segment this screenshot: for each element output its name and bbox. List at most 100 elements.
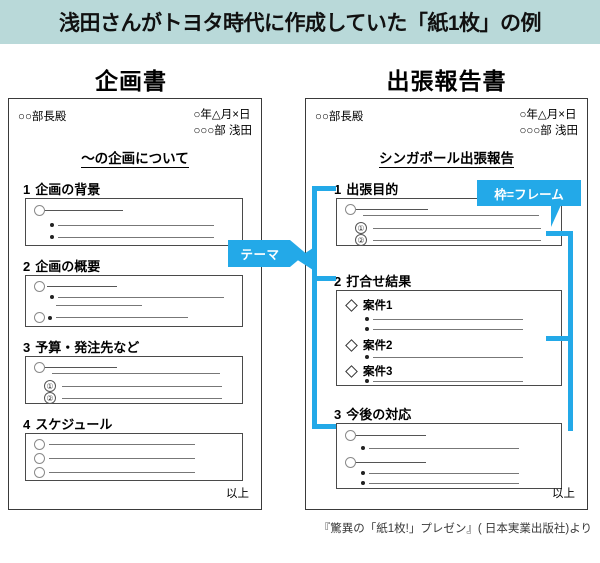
rule (58, 236, 214, 238)
diamond-bullet-icon (345, 364, 358, 378)
numbered-marker-2: ② (355, 234, 367, 246)
section-label-2: 打合せ結果 (346, 274, 412, 289)
numbered-marker-1: ① (44, 380, 56, 392)
frame-bracket-left-arm-1 (312, 186, 336, 191)
rule (373, 380, 523, 382)
rule (373, 227, 541, 229)
meeting-item-label: 案件2 (363, 340, 393, 352)
section-content-box-4 (25, 433, 243, 481)
content-line: ② (44, 392, 222, 404)
rule (363, 215, 539, 216)
content-line (365, 355, 523, 359)
document-subject: 〜の企画について (81, 151, 189, 168)
section-label-1: 出張目的 (346, 182, 399, 197)
rule (49, 458, 195, 459)
content-line (345, 457, 426, 468)
content-line (56, 305, 142, 306)
meeting-item-label: 案件3 (363, 366, 393, 378)
circle-bullet-icon (34, 453, 45, 464)
content-line (345, 430, 426, 441)
content-line: ① (355, 222, 541, 234)
circle-bullet-icon (345, 430, 356, 441)
circle-bullet-icon (34, 439, 45, 450)
section-content-box-3: ① ② (25, 356, 243, 404)
dot-bullet-icon (365, 327, 369, 331)
rule (369, 447, 519, 449)
dot-bullet-icon (365, 317, 369, 321)
content-line (345, 204, 428, 215)
dot-bullet-icon (50, 295, 54, 299)
rule (49, 472, 195, 473)
circle-bullet-icon (345, 457, 356, 468)
section-label-2: 企画の概要 (35, 259, 101, 274)
rule (45, 210, 123, 211)
document-date: ○年△月×日 (193, 109, 251, 121)
frame-bracket-right-arm-2 (546, 336, 573, 341)
rule (56, 305, 142, 306)
document-meta: ○年△月×日 ○○○部 浅田 (193, 108, 252, 139)
dot-bullet-icon (365, 355, 369, 359)
circle-bullet-icon (34, 281, 45, 292)
rule (45, 367, 117, 368)
content-line (34, 281, 117, 292)
rule (356, 462, 426, 463)
content-line (50, 295, 224, 299)
meeting-item-row: 案件2 (345, 337, 393, 353)
citation-text: 『驚異の「紙1枚!」プレゼン』( 日本実業出版社)より (318, 523, 592, 535)
rule (58, 224, 214, 226)
frame-bracket-left-spine (312, 186, 317, 429)
content-line (50, 235, 214, 239)
document-date: ○年△月×日 (519, 109, 577, 121)
section-number-2: 2 (23, 259, 31, 274)
content-line (34, 439, 195, 450)
theme-arrow-shape-icon (228, 240, 306, 267)
frame-bracket-right-spine (568, 231, 573, 431)
section-label-3: 予算・発注先など (35, 340, 140, 355)
rule (62, 397, 222, 399)
numbered-marker-1: ① (355, 222, 367, 234)
meeting-item-row: 案件3 (345, 363, 393, 379)
rule (58, 296, 224, 298)
frame-bracket-left-arm-2 (312, 276, 336, 281)
meeting-item-label: 案件1 (363, 300, 393, 312)
panel-title-proposal: 企画書 (95, 68, 167, 94)
section-number-1: 1 (23, 182, 31, 197)
frame-callout-tail-icon (551, 205, 561, 227)
content-line (365, 317, 523, 321)
diamond-bullet-icon (345, 338, 358, 352)
dot-bullet-icon (361, 481, 365, 485)
page-title: 浅田さんがトヨタ時代に作成していた「紙1枚」の例 (58, 12, 542, 35)
rule (369, 482, 519, 484)
rule (369, 472, 519, 474)
rule (373, 318, 523, 320)
content-line: ② (355, 234, 541, 246)
section-heading-1: 1 企画の背景 (23, 179, 100, 198)
rule (47, 286, 117, 287)
document-meta: ○年△月×日 ○○○部 浅田 (519, 108, 578, 139)
dot-bullet-icon (50, 235, 54, 239)
content-line (361, 446, 519, 450)
section-number-4: 4 (23, 417, 31, 432)
addressee: ○○部長殿 (18, 111, 67, 123)
circle-bullet-icon (345, 204, 356, 215)
content-line (34, 205, 123, 216)
rule (56, 317, 188, 318)
circle-bullet-icon (34, 205, 45, 216)
dot-bullet-icon (361, 471, 365, 475)
rule (52, 373, 220, 374)
dot-bullet-icon (361, 446, 365, 450)
content-line (34, 312, 188, 323)
section-heading-2: 2 企画の概要 (23, 256, 100, 275)
section-label-1: 企画の背景 (35, 182, 101, 197)
rule (62, 385, 222, 387)
section-content-box-1 (25, 198, 243, 246)
dot-bullet-icon (50, 223, 54, 227)
content-line: ① (44, 380, 222, 392)
content-line (34, 467, 195, 478)
dot-bullet-icon (365, 379, 369, 383)
frame-callout-label: 枠=フレーム (494, 187, 564, 202)
